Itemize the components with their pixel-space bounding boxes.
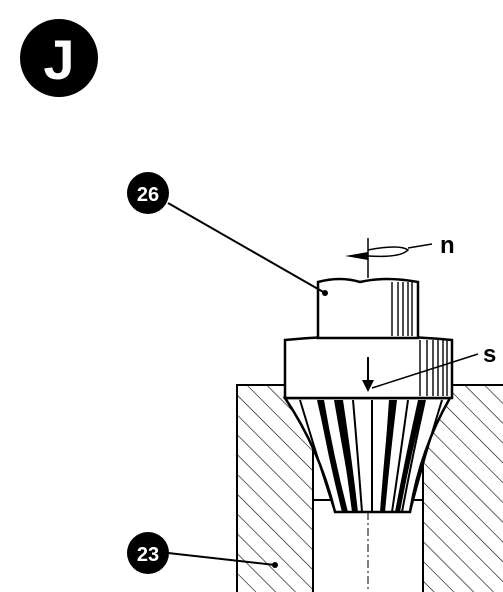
tool-shaft (316, 277, 420, 340)
callout-holder: 23 (127, 532, 278, 574)
holder-block (236, 384, 503, 592)
figure-badge: J (20, 19, 98, 97)
callout-tool: 26 (127, 172, 328, 296)
callout-holder-number: 23 (137, 544, 159, 566)
feed-indicator: s (362, 341, 496, 392)
cutter-flute-shading (318, 400, 425, 512)
rotation-arrow-icon (345, 252, 368, 260)
rotation-label: n (440, 232, 455, 259)
feed-label: s (483, 341, 496, 368)
figure-badge-letter: J (43, 28, 74, 91)
bevel-cutter (282, 396, 453, 592)
callout-tool-number: 26 (137, 184, 159, 206)
rotation-indicator: n (345, 232, 455, 278)
feed-arrow-icon (362, 380, 374, 392)
